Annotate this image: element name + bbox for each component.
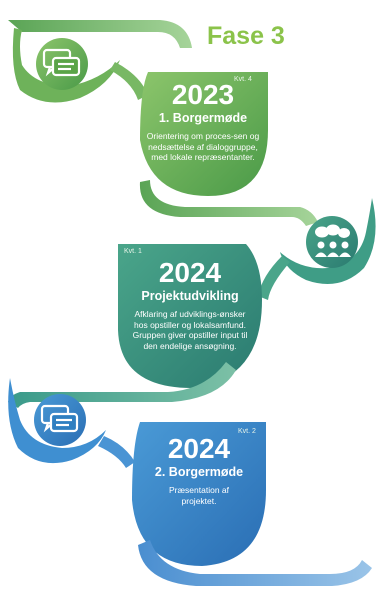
stage-year: 2023 — [171, 79, 235, 110]
card-blue-shape — [132, 422, 266, 566]
connector-3 — [98, 436, 135, 468]
quarter-tag: Kvt. 2 — [238, 428, 256, 435]
stage-card-3: 2024 2. Borgermøde Præsentation af proje… — [134, 434, 264, 506]
stage-description: Præsentation af projektet. — [168, 485, 229, 506]
connector-1 — [110, 62, 148, 100]
stage-year: 2024 — [158, 257, 222, 288]
quarter-tag: Kvt. 4 — [234, 76, 252, 83]
phase-heading: Fase 3 — [207, 22, 285, 50]
card-green-shape — [140, 72, 268, 196]
stage-description: Orientering om proces-sen og nedsættelse… — [146, 131, 260, 162]
connector-2 — [258, 256, 290, 300]
stage-title: 1. Borgermøde — [158, 111, 248, 125]
ribbon-top — [8, 20, 192, 48]
leaf-frame-3 — [8, 378, 107, 464]
stage-description: Afklaring af udviklings-ønsker hos opsti… — [132, 309, 248, 351]
speech-bubbles-icon — [42, 48, 81, 77]
quarter-tag: Kvt. 1 — [124, 248, 142, 255]
stage-title: 2. Borgermøde — [154, 465, 244, 479]
connector-blue-curve — [138, 540, 372, 586]
leaf-frame-2 — [280, 198, 376, 284]
stage-title: Projektudvikling — [141, 289, 239, 303]
card-teal-shape — [118, 244, 262, 388]
connector-green-curve — [139, 180, 318, 226]
group-discussion-icon — [315, 224, 351, 257]
leaf-frame-1 — [12, 28, 121, 103]
stage-card-2: 2024 Projektudvikling Afklaring af udvik… — [120, 258, 260, 351]
speech-bubbles-icon — [40, 404, 79, 433]
stage-year: 2024 — [167, 433, 231, 464]
stage-card-1: 2023 1. Borgermøde Orientering om proces… — [140, 80, 266, 163]
